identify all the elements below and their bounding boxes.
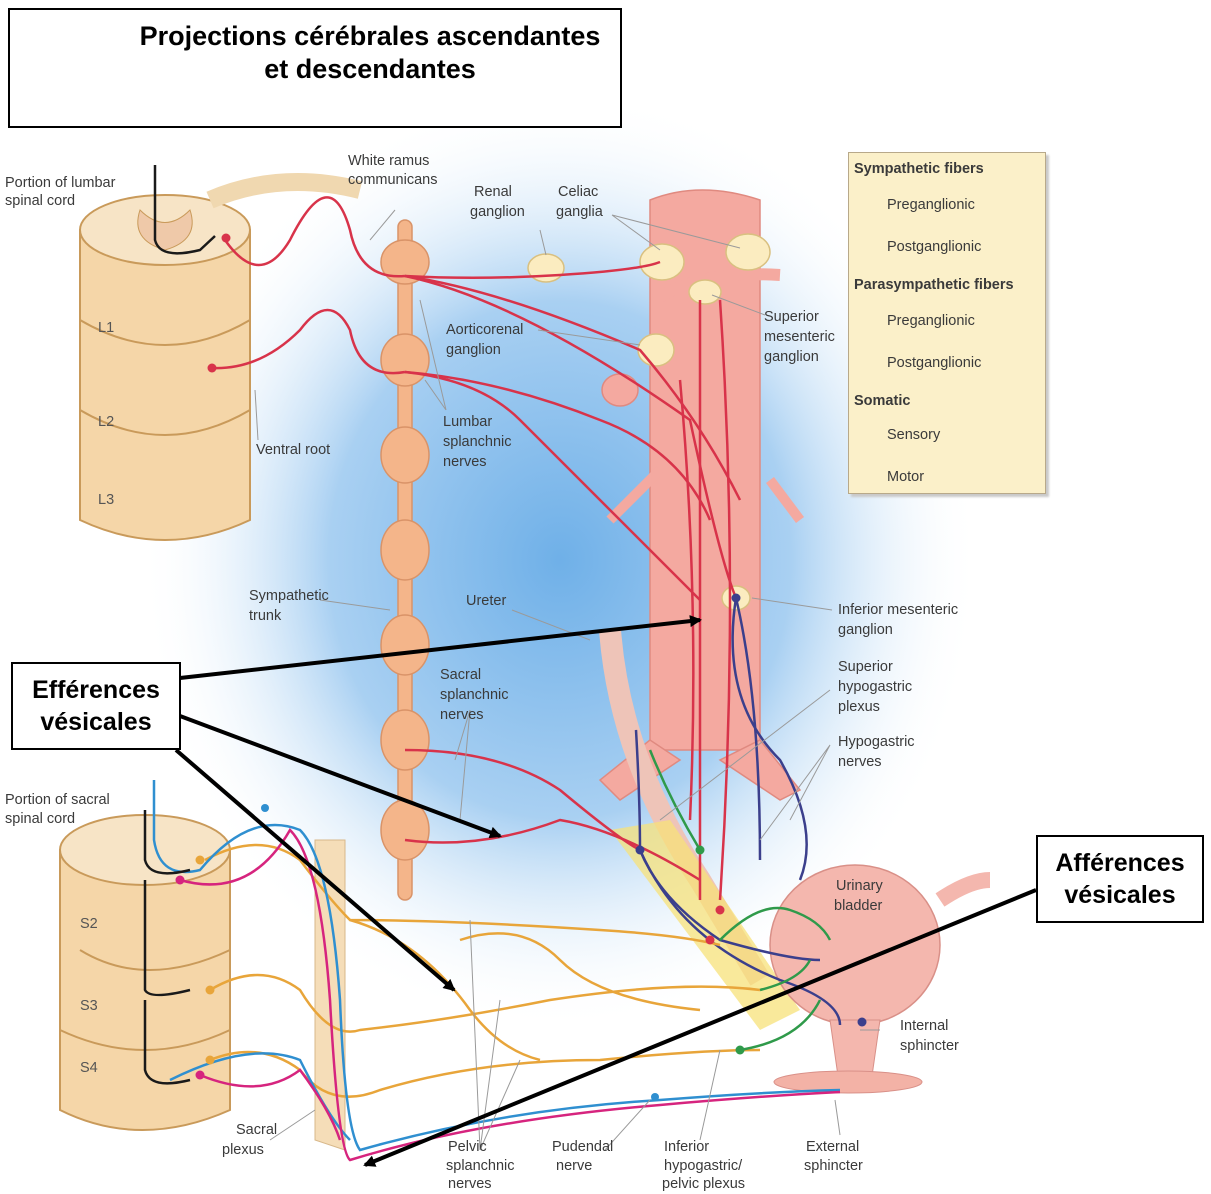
label-sacral-cord-2: spinal cord — [5, 809, 75, 829]
label-sup-hypogastric-2: hypogastric — [838, 677, 912, 697]
legend-somatic-title: Somatic — [854, 393, 910, 409]
title-line-1: Projections cérébrales ascendantes — [130, 20, 610, 53]
label-sup-hypogastric-1: Superior — [838, 657, 893, 677]
label-sup-mes-1: Superior — [764, 307, 819, 327]
label-sacral-splanchnic-1: Sacral — [440, 665, 481, 685]
title-box: Projections cérébrales ascendantes et de… — [8, 8, 622, 128]
celiac-ganglion-right — [726, 234, 770, 270]
label-external-sphincter-1: External — [806, 1137, 859, 1157]
label-inf-hypogastric-1: Inferior — [664, 1137, 709, 1157]
label-sup-hypogastric-3: plexus — [838, 697, 880, 717]
legend-symp-post-label: Postganglionic — [887, 239, 981, 255]
label-celiac-2: ganglia — [556, 202, 603, 222]
label-pelvic-splanchnic-2: splanchnic — [446, 1156, 515, 1176]
aorticorenal-ganglion — [638, 334, 674, 366]
label-urinary-bladder-1: Urinary — [836, 876, 883, 896]
label-sympathetic-trunk-1: Sympathetic — [249, 586, 329, 606]
label-white-ramus-2: communicans — [348, 170, 437, 190]
label-pudendal-2: nerve — [556, 1156, 592, 1176]
label-s2: S2 — [80, 914, 98, 934]
efferences-callout: Efférences vésicales — [11, 662, 181, 750]
label-sacral-splanchnic-2: splanchnic — [440, 685, 509, 705]
label-lumbar-cord-1: Portion of lumbar — [5, 173, 115, 193]
afferences-line-1: Afférences — [1055, 847, 1184, 879]
celiac-ganglion-left — [640, 244, 684, 280]
label-sympathetic-trunk-2: trunk — [249, 606, 281, 626]
legend-parasympathetic-title: Parasympathetic fibers — [854, 277, 1014, 293]
label-l3: L3 — [98, 490, 114, 510]
label-white-ramus-1: White ramus — [348, 151, 429, 171]
label-inf-hypogastric-3: pelvic plexus — [662, 1174, 745, 1194]
afferences-callout: Afférences vésicales — [1036, 835, 1204, 923]
title-line-2: et descendantes — [130, 53, 610, 86]
label-sacral-plexus-2: plexus — [222, 1140, 264, 1160]
efferences-line-1: Efférences — [32, 674, 160, 706]
legend-para-pre-label: Preganglionic — [887, 313, 975, 329]
label-inf-mes-2: ganglion — [838, 620, 893, 640]
label-internal-sphincter-2: sphincter — [900, 1036, 959, 1056]
label-sup-mes-2: mesenteric — [764, 327, 835, 347]
legend-symp-pre-label: Preganglionic — [887, 197, 975, 213]
label-renal-1: Renal — [474, 182, 512, 202]
renal-ganglion — [528, 254, 564, 282]
label-ventral-root: Ventral root — [256, 440, 330, 460]
legend-motor-label: Motor — [887, 469, 924, 485]
afferences-line-2: vésicales — [1055, 879, 1184, 911]
label-inf-mes-1: Inferior mesenteric — [838, 600, 958, 620]
label-lumbar-splanchnic-2: splanchnic — [443, 432, 512, 452]
label-ureter: Ureter — [466, 591, 506, 611]
label-aorticorenal-2: ganglion — [446, 340, 501, 360]
label-internal-sphincter-1: Internal — [900, 1016, 948, 1036]
legend-sensory-label: Sensory — [887, 427, 940, 443]
label-inf-hypogastric-2: hypogastric/ — [664, 1156, 742, 1176]
label-l2: L2 — [98, 412, 114, 432]
label-hypogastric-nerves-2: nerves — [838, 752, 882, 772]
label-sacral-plexus-1: Sacral — [236, 1120, 277, 1140]
label-lumbar-cord-2: spinal cord — [5, 191, 75, 211]
label-s4: S4 — [80, 1058, 98, 1078]
label-sup-mes-3: ganglion — [764, 347, 819, 367]
legend-sympathetic-title: Sympathetic fibers — [854, 161, 984, 177]
label-lumbar-splanchnic-1: Lumbar — [443, 412, 492, 432]
superior-mesenteric-ganglion — [689, 280, 721, 304]
label-l1: L1 — [98, 318, 114, 338]
label-pudendal-1: Pudendal — [552, 1137, 613, 1157]
page-title: Projections cérébrales ascendantes et de… — [130, 20, 610, 86]
label-external-sphincter-2: sphincter — [804, 1156, 863, 1176]
label-hypogastric-nerves-1: Hypogastric — [838, 732, 915, 752]
label-renal-2: ganglion — [470, 202, 525, 222]
label-sacral-splanchnic-3: nerves — [440, 705, 484, 725]
efferences-line-2: vésicales — [32, 706, 160, 738]
label-aorticorenal-1: Aorticorenal — [446, 320, 523, 340]
legend-para-post-label: Postganglionic — [887, 355, 981, 371]
label-celiac-1: Celiac — [558, 182, 598, 202]
label-sacral-cord-1: Portion of sacral — [5, 790, 110, 810]
fiber-legend: Sympathetic fibers Preganglionic Postgan… — [848, 152, 1046, 494]
label-lumbar-splanchnic-3: nerves — [443, 452, 487, 472]
label-urinary-bladder-2: bladder — [834, 896, 882, 916]
label-s3: S3 — [80, 996, 98, 1016]
label-pelvic-splanchnic-3: nerves — [448, 1174, 492, 1194]
label-pelvic-splanchnic-1: Pelvic — [448, 1137, 487, 1157]
